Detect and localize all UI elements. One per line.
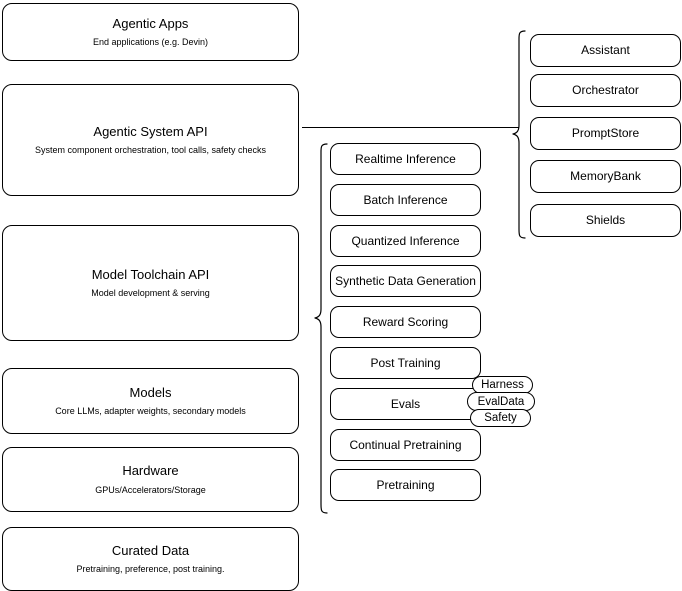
toolchain-item-pretraining[interactable]: Pretraining bbox=[330, 469, 481, 501]
connector-system-api-to-components bbox=[302, 127, 519, 128]
item-label: Orchestrator bbox=[572, 83, 639, 97]
layer-hardware[interactable]: Hardware GPUs/Accelerators/Storage bbox=[2, 447, 299, 512]
item-label: Assistant bbox=[581, 43, 630, 57]
pill-label: Safety bbox=[484, 412, 517, 424]
system-item-assistant[interactable]: Assistant bbox=[530, 34, 681, 67]
item-label: Reward Scoring bbox=[362, 314, 449, 329]
layer-agentic-system-api[interactable]: Agentic System API System component orch… bbox=[2, 84, 299, 196]
toolchain-item-post-training[interactable]: Post Training bbox=[330, 347, 481, 379]
layer-subtitle: Pretraining, preference, post training. bbox=[76, 564, 225, 574]
evals-pill-evaldata[interactable]: EvalData bbox=[467, 392, 535, 411]
toolchain-item-quantized-inference[interactable]: Quantized Inference bbox=[330, 225, 481, 257]
layer-model-toolchain-api[interactable]: Model Toolchain API Model development & … bbox=[2, 225, 299, 341]
layer-title: Hardware bbox=[122, 463, 179, 479]
layer-subtitle: End applications (e.g. Devin) bbox=[92, 37, 209, 47]
item-label: Shields bbox=[585, 213, 626, 227]
pill-label: EvalData bbox=[477, 395, 525, 408]
item-label: PromptStore bbox=[571, 126, 640, 140]
item-label: Pretraining bbox=[376, 477, 435, 492]
system-item-shields[interactable]: Shields bbox=[530, 204, 681, 237]
toolchain-item-evals[interactable]: Evals bbox=[330, 388, 481, 420]
item-label: MemoryBank bbox=[570, 169, 641, 183]
layer-title: Curated Data bbox=[111, 542, 190, 558]
system-item-memorybank[interactable]: MemoryBank bbox=[530, 160, 681, 193]
item-label: Quantized Inference bbox=[351, 233, 460, 248]
item-label: Realtime Inference bbox=[355, 151, 456, 166]
layer-subtitle: System component orchestration, tool cal… bbox=[34, 145, 267, 155]
brace-model-toolchain bbox=[314, 143, 328, 514]
layer-subtitle: Model development & serving bbox=[91, 288, 210, 298]
toolchain-item-synthetic-data-generation[interactable]: Synthetic Data Generation bbox=[330, 265, 481, 297]
layer-title: Agentic System API bbox=[93, 123, 208, 139]
layer-agentic-apps[interactable]: Agentic Apps End applications (e.g. Devi… bbox=[2, 3, 299, 61]
toolchain-item-batch-inference[interactable]: Batch Inference bbox=[330, 184, 481, 216]
toolchain-item-realtime-inference[interactable]: Realtime Inference bbox=[330, 143, 481, 175]
item-label: Evals bbox=[390, 396, 421, 411]
item-label: Continual Pretraining bbox=[349, 437, 462, 452]
layer-title: Agentic Apps bbox=[112, 15, 189, 31]
item-label: Post Training bbox=[370, 355, 441, 370]
layer-subtitle: GPUs/Accelerators/Storage bbox=[95, 484, 206, 495]
item-label: Batch Inference bbox=[363, 192, 448, 207]
brace-agentic-system bbox=[512, 30, 526, 239]
layer-title: Model Toolchain API bbox=[91, 266, 210, 282]
layer-models[interactable]: Models Core LLMs, adapter weights, secon… bbox=[2, 368, 299, 434]
system-item-orchestrator[interactable]: Orchestrator bbox=[530, 74, 681, 107]
item-label: Synthetic Data Generation bbox=[335, 273, 476, 288]
layer-subtitle: Core LLMs, adapter weights, secondary mo… bbox=[55, 406, 246, 416]
toolchain-item-reward-scoring[interactable]: Reward Scoring bbox=[330, 306, 481, 338]
layer-curated-data[interactable]: Curated Data Pretraining, preference, po… bbox=[2, 527, 299, 591]
system-item-promptstore[interactable]: PromptStore bbox=[530, 117, 681, 150]
layer-title: Models bbox=[129, 384, 172, 400]
toolchain-item-continual-pretraining[interactable]: Continual Pretraining bbox=[330, 429, 481, 461]
evals-pill-safety[interactable]: Safety bbox=[470, 409, 531, 427]
pill-label: Harness bbox=[481, 379, 524, 391]
